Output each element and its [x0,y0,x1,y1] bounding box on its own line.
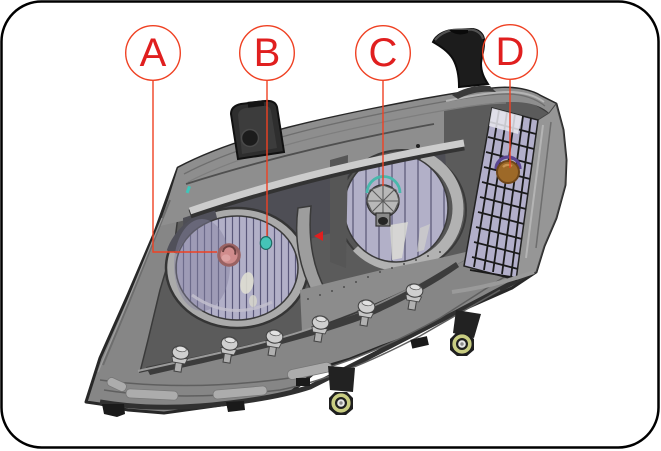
svg-text:C: C [369,31,398,75]
svg-text:A: A [140,31,167,75]
svg-text:D: D [496,30,525,74]
svg-text:B: B [254,31,281,75]
